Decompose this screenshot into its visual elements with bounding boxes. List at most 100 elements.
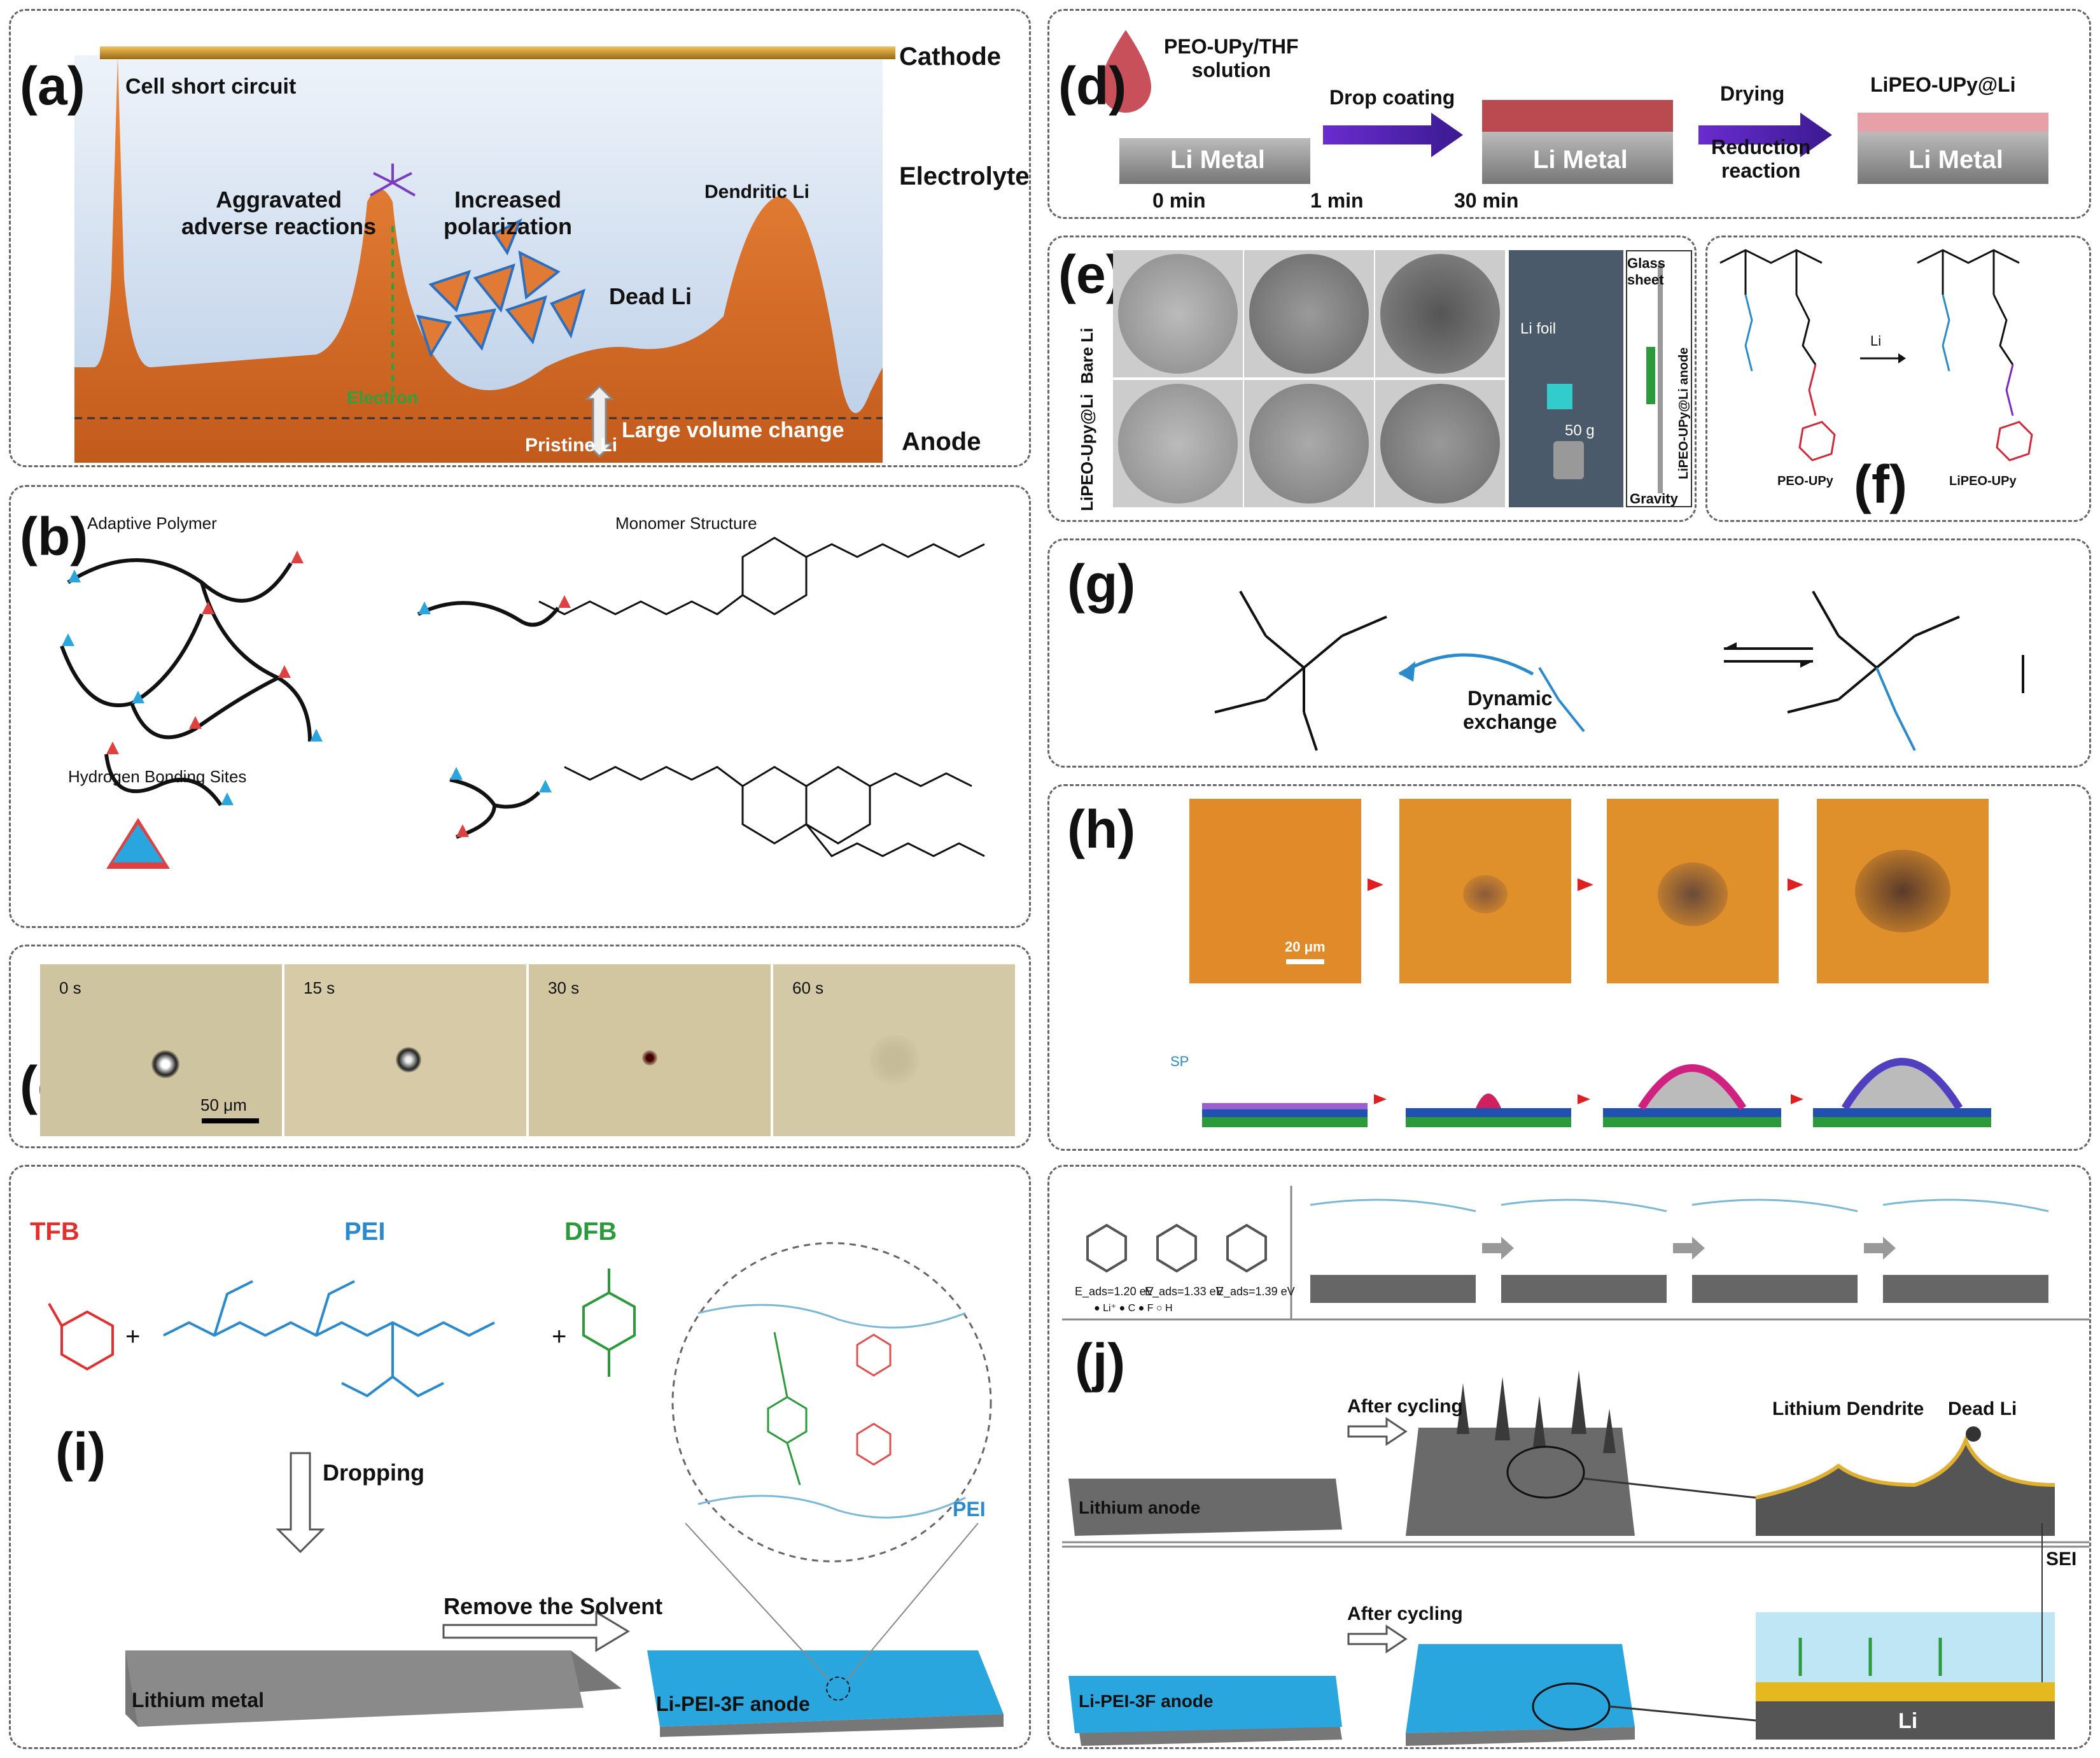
anode-vertical-label: LiPEO-UPy@Li anode bbox=[1677, 347, 1691, 479]
product-label-j: Li-PEI-3F anode bbox=[1079, 1691, 1214, 1711]
panel-g: (g) Dynamic exchange bbox=[1047, 538, 2091, 768]
time-label-30: 30 s bbox=[548, 978, 580, 997]
droplet-photo-0s bbox=[40, 964, 282, 1136]
monomer-linear-icon bbox=[417, 601, 560, 627]
product-label-i: Li-PEI-3F anode bbox=[656, 1692, 810, 1715]
time-label-60: 60 s bbox=[792, 978, 824, 997]
scale-label-h: 20 μm bbox=[1285, 939, 1326, 955]
energy-label-1: E_ads=1.20 eV bbox=[1075, 1285, 1154, 1298]
coin-photo-4 bbox=[1113, 380, 1243, 507]
label-i: (i) bbox=[55, 1422, 106, 1482]
schematic-box bbox=[1626, 250, 1692, 507]
stage-2 bbox=[1406, 1093, 1571, 1127]
panel-c: (c) 0 s 15 s 30 s 60 s 50 μm bbox=[9, 945, 1031, 1148]
short-circuit-label: Cell short circuit bbox=[125, 74, 297, 99]
arrow-drop-coating bbox=[1323, 113, 1463, 157]
panel-i-structures: + + bbox=[48, 1242, 1004, 1737]
weight-label: 50 g bbox=[1565, 422, 1595, 439]
droplet-icon bbox=[1100, 30, 1151, 113]
hbond-legend-icon bbox=[106, 818, 170, 869]
sei-layer bbox=[1756, 1682, 2055, 1701]
cathode-label: Cathode bbox=[899, 43, 1001, 71]
volume-label: Large volume change bbox=[622, 418, 844, 442]
panel-b-illustration bbox=[60, 537, 985, 869]
coin-photo-3 bbox=[1375, 250, 1505, 377]
lipeo-upy-label: LiPEO-UPy bbox=[1949, 474, 2017, 488]
pristine-label: Pristine Li bbox=[525, 435, 618, 456]
panel-j: (j) E_a bbox=[1047, 1165, 2091, 1749]
scale-bar-c bbox=[202, 1118, 259, 1123]
lithium-anode-label: Lithium anode bbox=[1079, 1498, 1201, 1517]
li-arrow-label: Li bbox=[1870, 333, 1882, 349]
tfb-label: TFB bbox=[30, 1218, 80, 1246]
row-label-bare: Bare Li bbox=[1077, 327, 1096, 384]
energy-label-2: E_ads=1.33 eV bbox=[1145, 1285, 1224, 1298]
panel-a: (a) Cathode Electrolyte Anode Cell short… bbox=[9, 9, 1031, 467]
dropping-label: Dropping bbox=[323, 1459, 424, 1486]
solution-label: PEO-UPy/THF solution bbox=[1164, 35, 1299, 81]
electron-label: Electron bbox=[347, 388, 419, 407]
drying-label: Drying bbox=[1720, 82, 1785, 105]
dendrite-label: Lithium Dendrite bbox=[1772, 1398, 1924, 1419]
scale-label-c: 50 μm bbox=[200, 1095, 247, 1115]
dimer-acid-structure bbox=[538, 537, 985, 857]
volume-arrow-icon bbox=[584, 384, 615, 458]
label-h: (h) bbox=[1067, 799, 1136, 859]
coin-photo-2 bbox=[1244, 250, 1374, 377]
coin-photo-5 bbox=[1244, 380, 1374, 507]
droplet-photo-30s bbox=[529, 964, 771, 1136]
panel-g-structures bbox=[1214, 591, 2024, 751]
polarization-label: Increased polarization bbox=[444, 186, 573, 239]
time-30min: 30 min bbox=[1454, 189, 1519, 212]
panel-b: (b) Adaptive Polymer Monomer Structure H… bbox=[9, 485, 1031, 928]
coin-photo-6 bbox=[1375, 380, 1505, 507]
gravity-label: Gravity bbox=[1630, 491, 1678, 507]
time-label-0: 0 s bbox=[59, 978, 81, 997]
row-label-coated: LiPEO-Upy@Li bbox=[1077, 393, 1096, 511]
energy-label-3: E_ads=1.39 eV bbox=[1216, 1285, 1295, 1298]
arrow-drying bbox=[1698, 113, 1832, 157]
panel-e: (e) Bare Li LiPEO-Upy@Li Li foil 50 g Gl… bbox=[1047, 236, 1697, 522]
panel-f-structures bbox=[1719, 249, 2033, 461]
li-label-j: Li bbox=[1898, 1709, 1918, 1733]
lithium-metal-label: Lithium metal bbox=[132, 1689, 265, 1712]
right-arrow-icons bbox=[1347, 1417, 1408, 1654]
label-a: (a) bbox=[20, 56, 85, 116]
peo-upy-label: PEO-UPy bbox=[1777, 474, 1833, 488]
panel-a-illustration bbox=[74, 46, 895, 463]
healing-photo-1 bbox=[1189, 799, 1361, 983]
dead-li-label-j: Dead Li bbox=[1948, 1398, 2017, 1419]
time-0min: 0 min bbox=[1152, 189, 1206, 212]
label-b: (b) bbox=[20, 507, 88, 566]
coated-anode-slab bbox=[1068, 1676, 1342, 1733]
coin-photo-1 bbox=[1113, 250, 1243, 377]
aggravated-label: Aggravated adverse reactions bbox=[181, 186, 377, 239]
remove-solvent-label: Remove the Solvent bbox=[444, 1593, 663, 1619]
panel-j-illustration bbox=[1062, 1186, 2089, 1746]
droplet-photo-60s bbox=[773, 964, 1015, 1136]
lithium-anode-surface bbox=[74, 55, 883, 463]
li-foil-label: Li foil bbox=[1520, 320, 1557, 337]
panel-h: (h) 20 μm SP bbox=[1047, 784, 2091, 1151]
metal-label-3: Li Metal bbox=[1908, 146, 2003, 174]
cathode-bar bbox=[100, 46, 895, 59]
metal-label-2: Li Metal bbox=[1533, 146, 1628, 174]
pei-zoom-label: PEI bbox=[953, 1498, 986, 1521]
product-label-d: LiPEO-UPy@Li bbox=[1870, 73, 2016, 96]
stage-3 bbox=[1603, 1064, 1781, 1127]
droplet-photo-15s bbox=[284, 964, 526, 1136]
healing-photo-3 bbox=[1607, 799, 1779, 983]
pei-label: PEI bbox=[344, 1218, 386, 1246]
after-cycling-label-1: After cycling bbox=[1347, 1396, 1463, 1417]
panel-d-illustration bbox=[1100, 30, 2048, 184]
dendrite-spikes bbox=[1457, 1370, 1616, 1453]
atom-legend: ● Li⁺ ● C ● F ○ H bbox=[1094, 1303, 1173, 1314]
label-e: (e) bbox=[1058, 244, 1124, 304]
zoom-circle bbox=[671, 1242, 992, 1563]
metal-label-1: Li Metal bbox=[1170, 146, 1265, 174]
exchange-arrow bbox=[1398, 653, 1534, 676]
anode-label: Anode bbox=[902, 428, 981, 456]
hbond-site-icons bbox=[62, 551, 323, 805]
sei-label: SEI bbox=[2046, 1549, 2077, 1570]
stage-1 bbox=[1202, 1103, 1368, 1127]
